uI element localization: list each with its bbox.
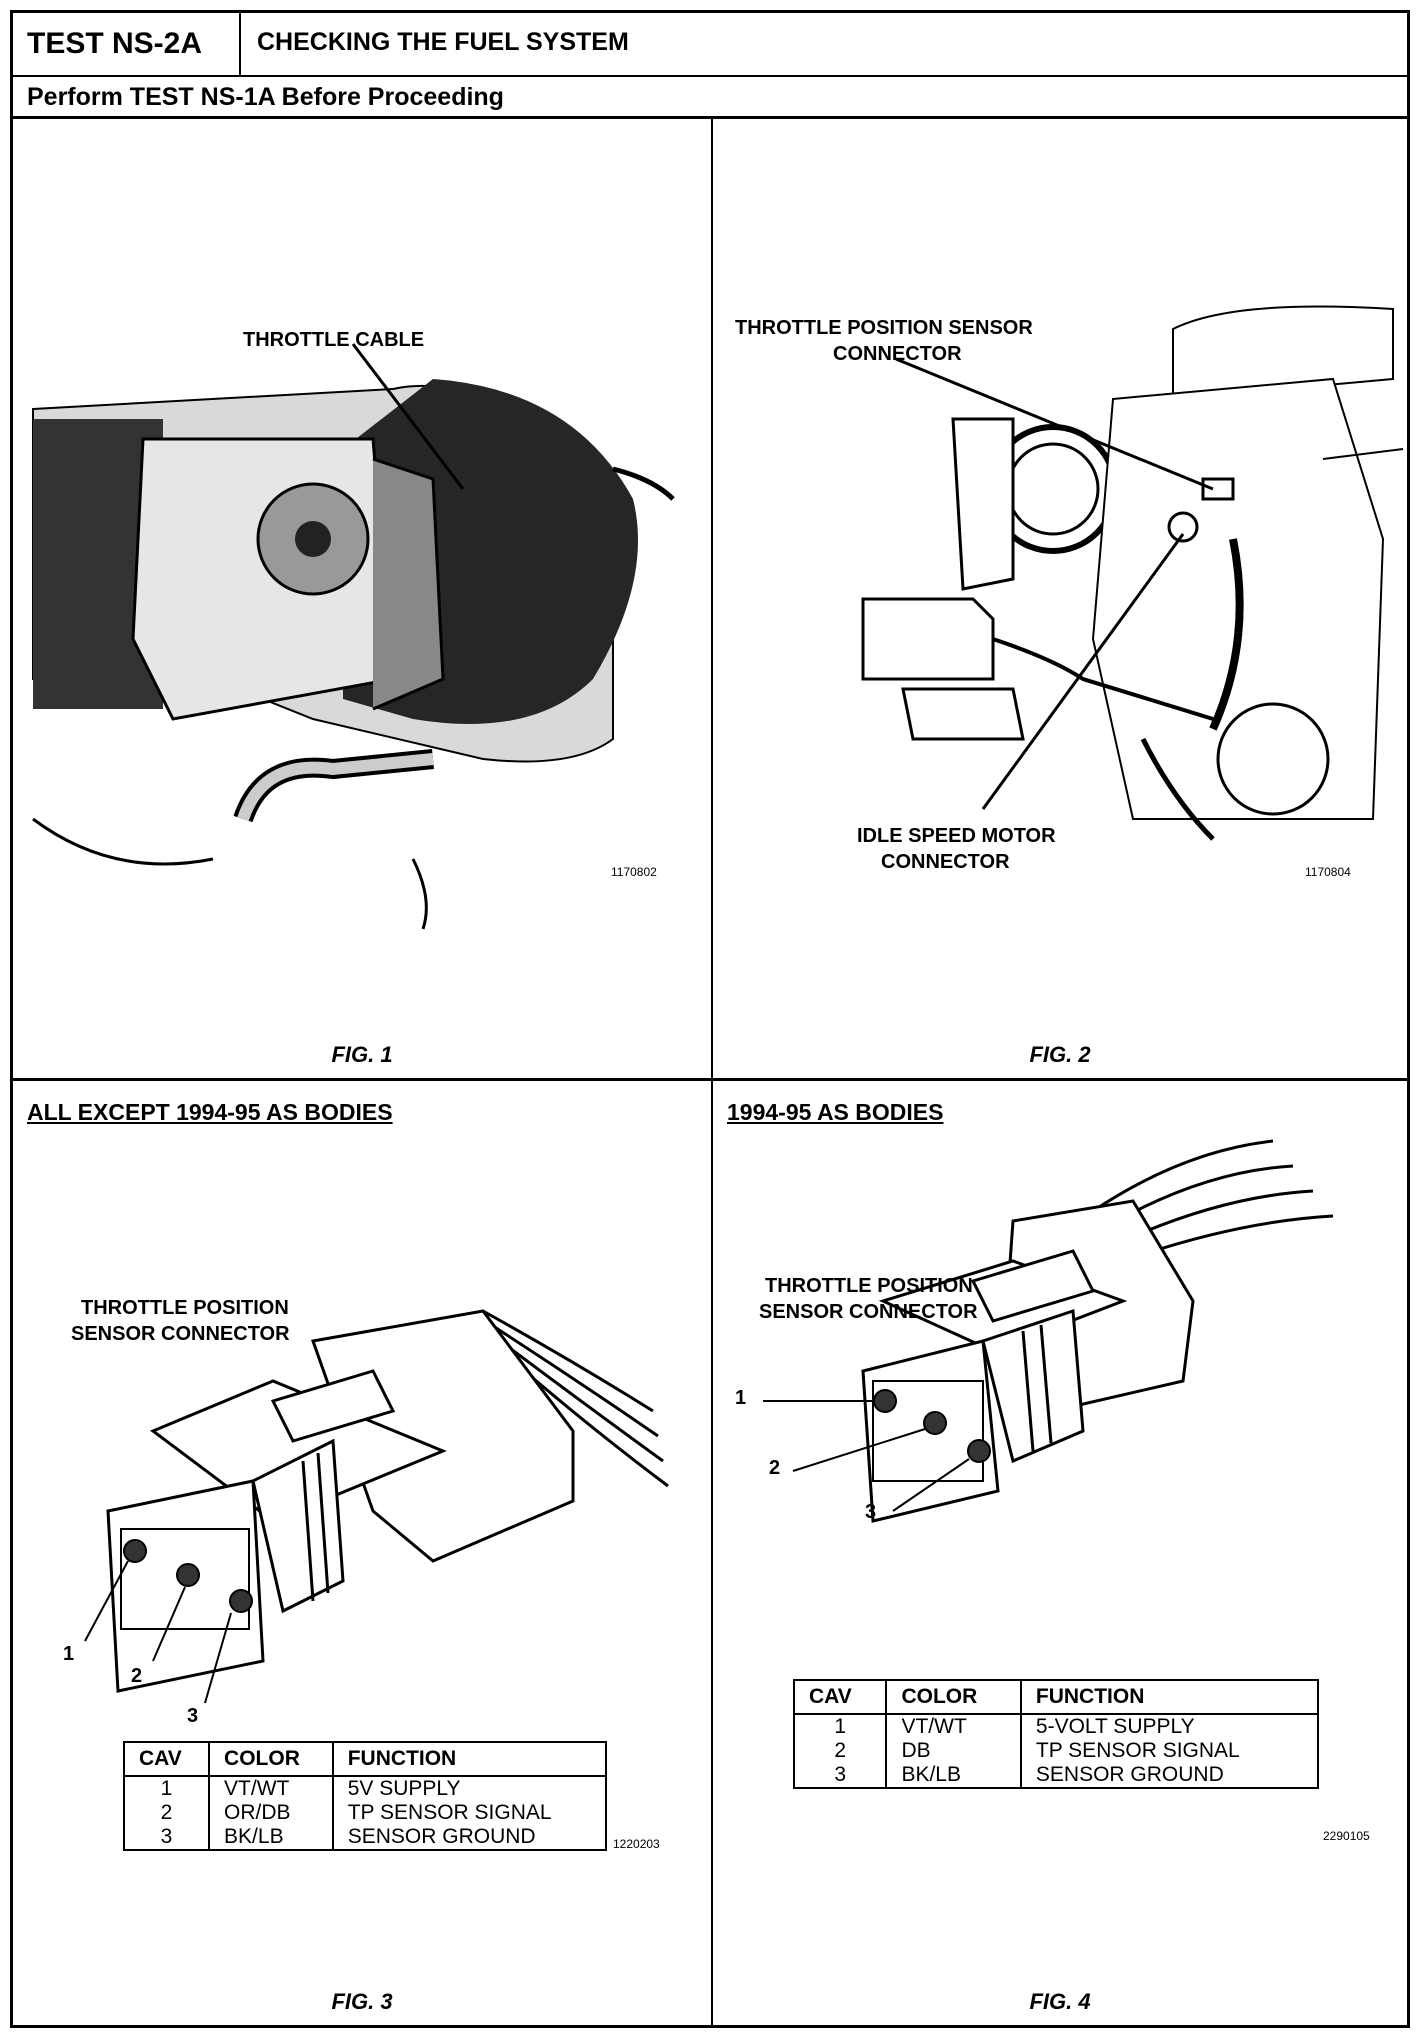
pin-number-1: 1: [735, 1387, 747, 1409]
table-row: 3 BK/LB SENSOR GROUND: [794, 1763, 1318, 1788]
table-cell: DB: [885, 1739, 1021, 1763]
table-row: 3 BK/LB SENSOR GROUND: [124, 1825, 606, 1850]
table-cell: 5-VOLT SUPPLY: [1019, 1714, 1318, 1739]
figure-caption: FIG. 1: [331, 1042, 393, 1067]
table-cell: VT/WT: [208, 1776, 333, 1801]
table-cell: 2: [834, 1739, 847, 1762]
figure-caption: FIG. 4: [1029, 1989, 1091, 2014]
panel-heading: ALL EXCEPT 1994-95 AS BODIES: [27, 1099, 393, 1125]
table-cell: TP SENSOR SIGNAL: [1019, 1739, 1318, 1763]
table-header-row: CAV COLOR FUNCTION: [124, 1742, 606, 1777]
column-header: FUNCTION: [1019, 1680, 1318, 1715]
throttle-cable-label: THROTTLE CABLE: [243, 329, 425, 351]
figure-2-panel: THROTTLE POSITION SENSOR CONNECTOR IDLE …: [713, 119, 1407, 1081]
prerequisite-note: Perform TEST NS-1A Before Proceeding: [13, 75, 1407, 119]
table-cell: 2: [160, 1801, 173, 1824]
figure-caption: FIG. 2: [1029, 1042, 1091, 1067]
table-cell: TP SENSOR SIGNAL: [331, 1801, 606, 1825]
table-cell: 3: [160, 1825, 173, 1848]
table-row: 1 VT/WT 5-VOLT SUPPLY: [794, 1714, 1318, 1739]
tps-connector-label-line1: THROTTLE POSITION SENSOR: [735, 317, 1033, 339]
table-cell: 3: [834, 1763, 847, 1786]
illustration-code: 1220203: [613, 1837, 660, 1851]
table-cell: 5V SUPPLY: [331, 1776, 606, 1801]
table-row: 1 VT/WT 5V SUPPLY: [124, 1776, 606, 1801]
idle-speed-motor-label-line2: CONNECTOR: [881, 851, 1010, 873]
test-sheet: TEST NS-2A CHECKING THE FUEL SYSTEM Perf…: [10, 10, 1410, 2028]
pin-number-2: 2: [769, 1457, 781, 1479]
panel-heading: 1994-95 AS BODIES: [727, 1099, 944, 1125]
table-cell: BK/LB: [885, 1763, 1021, 1788]
table-row: 2 OR/DB TP SENSOR SIGNAL: [124, 1801, 606, 1825]
column-header: COLOR: [208, 1742, 333, 1777]
figure-3-panel: ALL EXCEPT 1994-95 AS BODIES THROTTLE PO…: [13, 1081, 713, 2025]
pin-number-1: 1: [63, 1643, 75, 1665]
table-cell: SENSOR GROUND: [1019, 1763, 1318, 1788]
table-row: 2 DB TP SENSOR SIGNAL: [794, 1739, 1318, 1763]
tps-label-line2: SENSOR CONNECTOR: [759, 1301, 978, 1323]
table-header-row: CAV COLOR FUNCTION: [794, 1680, 1318, 1715]
pin-number-2: 2: [131, 1665, 143, 1687]
pin-number-3: 3: [187, 1705, 199, 1727]
tps-connector-illustration: [84, 1309, 669, 1704]
table-cell: BK/LB: [208, 1825, 333, 1850]
column-header: CAV: [794, 1680, 887, 1715]
column-header: COLOR: [885, 1680, 1021, 1715]
table-cell: 1: [160, 1777, 173, 1800]
tps-label-line2: SENSOR CONNECTOR: [71, 1323, 290, 1345]
engine-bay-illustration: [861, 305, 1404, 841]
test-id: TEST NS-2A: [13, 13, 241, 75]
figure-4-panel: 1994-95 AS BODIES THROTTLE POSITION SENS…: [713, 1081, 1407, 2025]
tps-connector-label-line2: CONNECTOR: [833, 343, 962, 365]
throttle-body-illustration: [32, 343, 675, 930]
table-cell: VT/WT: [885, 1714, 1021, 1739]
table-cell: 1: [834, 1715, 847, 1738]
idle-speed-motor-label-line1: IDLE SPEED MOTOR: [857, 825, 1056, 847]
pinout-table: CAV COLOR FUNCTION 1 VT/WT 5V SUPPLY 2 O…: [123, 1741, 607, 1851]
tps-label-line1: THROTTLE POSITION: [765, 1275, 973, 1297]
header: TEST NS-2A CHECKING THE FUEL SYSTEM: [13, 13, 1407, 77]
column-header: CAV: [124, 1742, 210, 1777]
column-header: FUNCTION: [331, 1742, 606, 1777]
illustration-code: 2290105: [1323, 1829, 1370, 1843]
tps-label-line1: THROTTLE POSITION: [81, 1297, 289, 1319]
figure-1-panel: THROTTLE CABLE 1170802 FIG. 1: [13, 119, 713, 1081]
tps-connector-illustration: [763, 1139, 1334, 1523]
figure-caption: FIG. 3: [331, 1989, 393, 2014]
pin-number-3: 3: [865, 1501, 877, 1523]
illustration-code: 1170802: [611, 865, 657, 879]
illustration-code: 1170804: [1305, 865, 1351, 879]
test-title: CHECKING THE FUEL SYSTEM: [257, 28, 629, 56]
pinout-table: CAV COLOR FUNCTION 1 VT/WT 5-VOLT SUPPLY…: [793, 1679, 1319, 1789]
table-cell: OR/DB: [208, 1801, 333, 1825]
table-cell: SENSOR GROUND: [331, 1825, 606, 1850]
